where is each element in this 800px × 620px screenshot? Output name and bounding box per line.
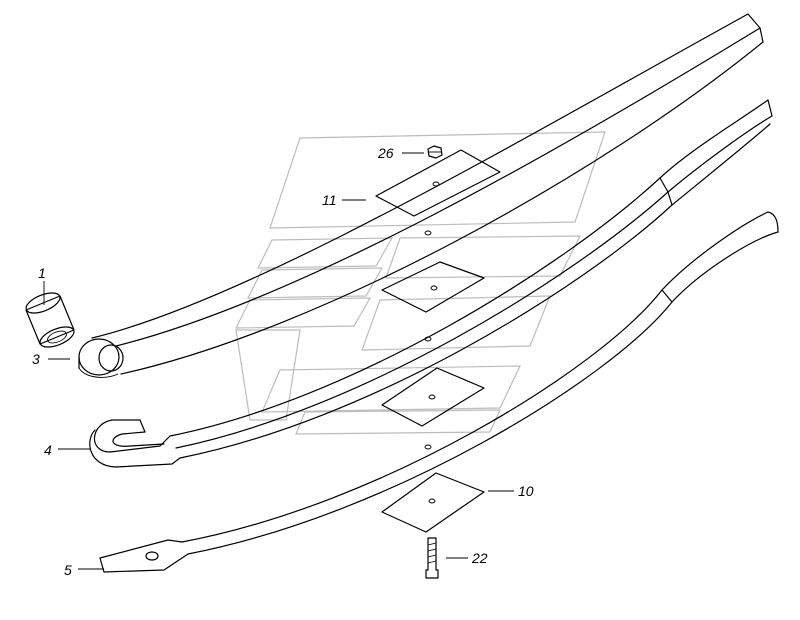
watermark-logo: [235, 131, 606, 435]
leader-lines: [43, 152, 514, 570]
part-10-plate: [381, 472, 485, 533]
part-3-main-leaf: [78, 13, 764, 378]
callout-labels: 1 3 4 5 10 11 22 26: [32, 145, 534, 578]
part-11-plate: [375, 149, 501, 217]
callout-4: 4: [44, 442, 52, 458]
part-1-bushing: [25, 292, 75, 348]
callout-1: 1: [38, 265, 46, 281]
part-22-bolt: [425, 537, 439, 579]
part-5-third-leaf: [99, 211, 779, 573]
part-26-nut: [427, 145, 443, 159]
callout-10: 10: [518, 483, 534, 499]
callout-11: 11: [322, 192, 337, 208]
callout-26: 26: [377, 145, 394, 161]
part-4-second-leaf: [89, 99, 773, 468]
callout-3: 3: [32, 351, 40, 367]
spacer-pads: [381, 261, 485, 427]
callout-22: 22: [471, 550, 488, 566]
callout-5: 5: [64, 562, 72, 578]
